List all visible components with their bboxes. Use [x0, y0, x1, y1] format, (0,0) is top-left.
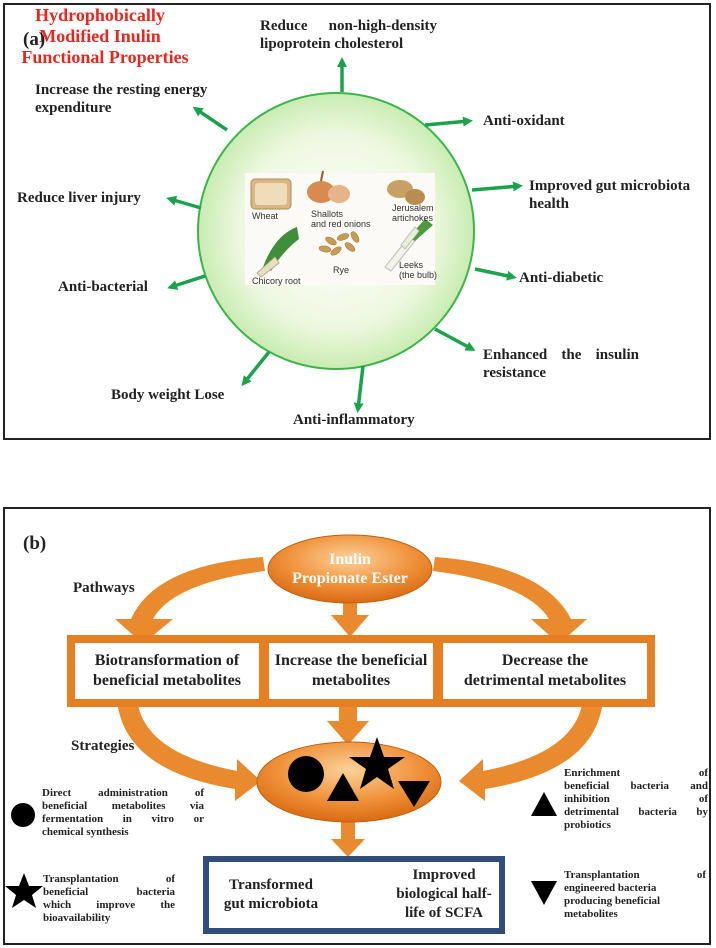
- arrow-gut: [471, 181, 523, 192]
- panel-b: (b) Inulin Propionate Ester Pathways Str…: [3, 507, 711, 945]
- panel-b-graphics: [5, 534, 603, 908]
- arrow-antiinflammatory: [353, 365, 365, 413]
- food-label-wheat: Wheat: [252, 211, 279, 221]
- star-shape: [349, 737, 405, 789]
- pathways-label: Pathways: [73, 580, 135, 596]
- arrow-antibacterial: [167, 274, 206, 290]
- food-label-chicory: Chicory root: [252, 276, 301, 286]
- pathway-arrows: [115, 557, 587, 644]
- top-oval: [267, 534, 433, 604]
- arrow-antidiabetic: [474, 267, 517, 281]
- arrow-energy: [192, 106, 228, 132]
- property-gut-health: Improved gut microbiota health: [529, 178, 691, 212]
- green-arrows: [166, 57, 523, 413]
- food-label-leeks: Leeks (the bulb): [399, 260, 438, 280]
- food-label-jerusalem: Jerusalem artichokes: [392, 203, 434, 223]
- property-anti-bacterial: Anti-bacterial: [58, 279, 148, 295]
- legend-triangle-up-text: Enrichment of beneficial bacteria and in…: [564, 767, 708, 831]
- panel-a-label: (a): [23, 29, 46, 50]
- arrow-insulin: [434, 327, 476, 351]
- result-right-text: Improved biological half- life of SCFA: [396, 867, 492, 921]
- arrow-to-result: [331, 819, 365, 857]
- legend-triangle-down-text: Transplantation of engineered bacteria p…: [564, 869, 706, 920]
- result-box: Transformed gut microbiota Improved biol…: [203, 856, 505, 934]
- box-biotransformation: Biotransformation of beneficial metaboli…: [67, 635, 267, 707]
- food-label-rye: Rye: [333, 265, 350, 275]
- property-weight: Body weight Lose: [111, 387, 225, 403]
- property-anti-oxidant: Anti-oxidant: [483, 113, 565, 129]
- box-decrease: Decrease the detrimental metabolites: [435, 635, 655, 707]
- arrow-liver: [166, 195, 202, 210]
- center-subtitle: Functional Properties: [21, 47, 189, 67]
- top-oval-text: Inulin Propionate Ester: [292, 551, 408, 587]
- triangle-up-shape: [327, 773, 359, 801]
- center-title: Hydrophobically Modified Inulin: [5, 5, 195, 47]
- arrow-to-biotransformation: [115, 557, 265, 644]
- property-anti-diabetic: Anti-diabetic: [519, 270, 604, 286]
- arrow-to-increase: [331, 593, 369, 637]
- panel-a: (a) Hydrophobically Modified Inulin Func…: [3, 3, 711, 440]
- arrow-to-decrease: [433, 557, 587, 644]
- legend-circle-icon: [11, 803, 35, 827]
- legend-triangle-down-icon: [531, 881, 557, 905]
- box-increase: Increase the beneficial metabolites: [261, 635, 441, 707]
- property-anti-inflammatory: Anti-inflammatory: [293, 412, 415, 428]
- food-image: [245, 170, 435, 285]
- arrow-weight: [241, 350, 271, 387]
- panel-a-graphics: [166, 57, 523, 413]
- property-liver: Reduce liver injury: [17, 190, 141, 206]
- center-title-line-1: Hydrophobically: [35, 5, 165, 25]
- property-insulin: Enhanced the insulin resistance: [483, 347, 639, 381]
- legend-star-icon: [5, 873, 43, 908]
- strategy-arrows: [117, 699, 603, 857]
- circle-shape: [288, 756, 324, 792]
- food-label-shallots: Shallots and red onions: [311, 209, 371, 229]
- arrow-from-biotransformation: [117, 699, 261, 801]
- legend-circle-text: Direct administration of beneficial meta…: [42, 787, 204, 838]
- panel-b-label: (b): [23, 533, 47, 554]
- result-left-text: Transformed gut microbiota: [223, 877, 319, 912]
- arrow-antioxidant: [424, 116, 473, 127]
- property-energy: Increase the resting energy expenditure: [35, 82, 208, 116]
- arrow-from-increase: [327, 699, 369, 745]
- arrow-from-decrease: [459, 699, 603, 801]
- center-title-line-2: Modified Inulin: [39, 26, 161, 46]
- strategies-label: Strategies: [71, 738, 135, 754]
- triangle-down-shape: [398, 781, 430, 807]
- legend-triangle-up-icon: [531, 792, 557, 816]
- legend-star-text: Transplantation of beneficial bacteria w…: [43, 873, 175, 924]
- property-reduce-cholesterol: Reduce non-high-density lipoprotein chol…: [260, 18, 437, 52]
